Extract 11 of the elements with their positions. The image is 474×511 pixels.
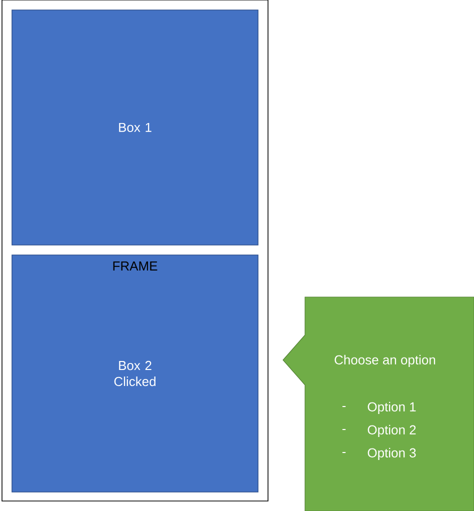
callout-box [282, 296, 474, 511]
list-bullet: - [342, 452, 346, 454]
frame-label: FRAME [113, 262, 158, 270]
callout-heading: Choose an option [334, 354, 436, 368]
frame-box [2, 0, 268, 502]
list-item: Option 1 [368, 402, 416, 414]
list-item: Option 2 [368, 424, 416, 438]
list-bullet: - [342, 406, 346, 408]
content-box: Box 1 [12, 10, 258, 246]
list-bullet: - [342, 429, 346, 430]
list-item: Option 3 [368, 448, 416, 460]
